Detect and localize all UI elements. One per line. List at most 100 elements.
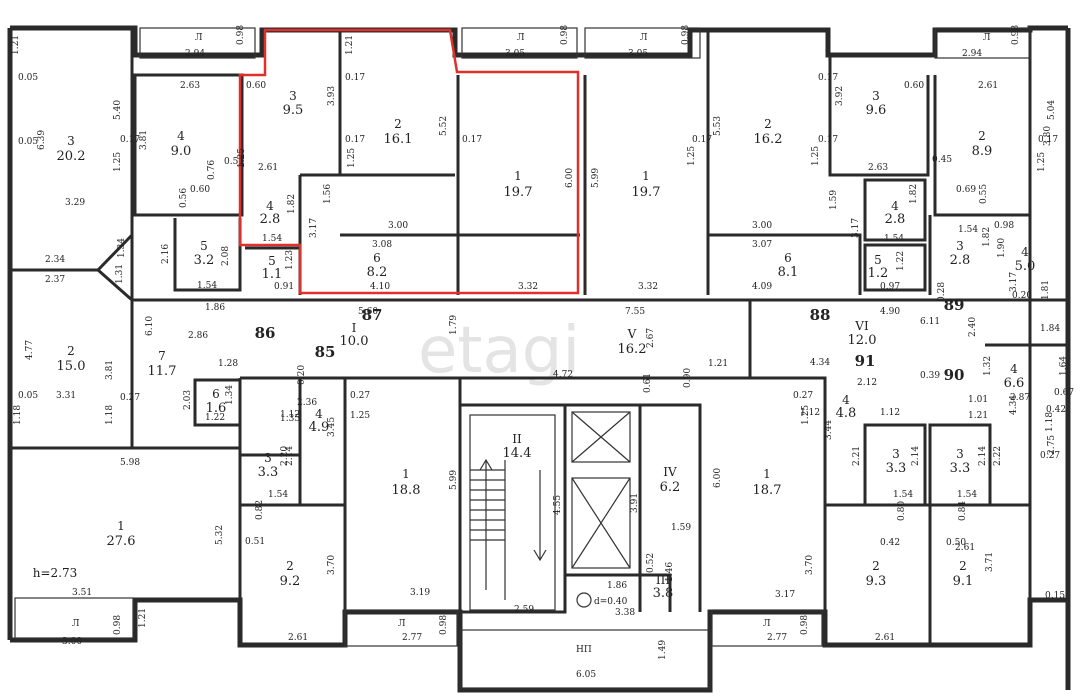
balcony-label: Л xyxy=(72,619,80,629)
dimension-label: 3.32 xyxy=(638,282,658,292)
room-number: 3 xyxy=(289,89,297,103)
room-number: VI xyxy=(854,319,869,333)
ceiling-height: h=2.73 xyxy=(33,566,78,580)
room-number: IV xyxy=(663,465,677,479)
room-number: I xyxy=(352,321,357,335)
apartment-number: 85 xyxy=(315,343,336,361)
dimension-label: 4.72 xyxy=(553,370,573,380)
dimension-label: 4.34 xyxy=(1009,395,1019,415)
dimension-label: 3.07 xyxy=(752,240,772,250)
room-number: 5 xyxy=(268,254,276,268)
room-area: 1.2 xyxy=(868,266,889,281)
balcony-label: Л xyxy=(983,33,991,43)
dimension-label: 6.39 xyxy=(37,130,47,150)
dimension-label: 0.17 xyxy=(345,73,365,83)
room-number: 4 xyxy=(891,199,899,213)
apartment-number: 89 xyxy=(944,296,965,314)
room-area: 14.4 xyxy=(503,446,532,461)
dimension-label: 7.55 xyxy=(625,307,645,317)
room-number: 1 xyxy=(402,467,410,481)
dimension-label: 1.18 xyxy=(105,405,115,425)
dimension-label: 5.98 xyxy=(120,458,140,468)
dimension-label: 3.92 xyxy=(835,86,845,106)
dimension-label: 0.45 xyxy=(932,155,952,165)
dimension-label: 2.14 xyxy=(285,446,295,466)
room-number: 6 xyxy=(784,251,792,265)
room-area: 10.0 xyxy=(340,334,369,349)
dimension-label: 2.22 xyxy=(993,446,1003,466)
dimension-label: 1.54 xyxy=(958,225,978,235)
dimension-label: 6.05 xyxy=(576,670,596,680)
room-area: 5.0 xyxy=(1015,259,1036,274)
apartment-highlight xyxy=(238,28,580,295)
room-area: 8.2 xyxy=(367,265,388,280)
balcony-label: Л xyxy=(517,33,525,43)
dimension-label: 1.54 xyxy=(884,234,904,244)
dimension-label: 2.14 xyxy=(911,446,921,466)
dimension-label: 2.61 xyxy=(955,543,975,553)
dimension-label: 6.00 xyxy=(565,168,575,188)
room-area: 4.9 xyxy=(309,420,330,435)
dimension-label: 0.76 xyxy=(207,160,217,180)
dimension-label: 3.17 xyxy=(851,218,861,238)
dimension-label: 3.93 xyxy=(327,86,337,106)
dimension-label: 2.63 xyxy=(180,81,200,91)
dimension-label: 1.82 xyxy=(982,227,992,247)
dimension-label: 2.40 xyxy=(968,317,978,337)
watermark-text: etagi xyxy=(418,314,580,388)
dimension-label: 1.32 xyxy=(983,356,993,376)
room-area: 2.8 xyxy=(950,253,971,268)
room-area: 9.1 xyxy=(953,574,974,589)
dimension-label: 2.08 xyxy=(221,246,231,266)
dimension-label: 4.34 xyxy=(810,358,830,368)
lift-shafts xyxy=(571,411,631,569)
room-number: 3 xyxy=(264,451,272,465)
entrance-label: НП xyxy=(576,645,592,655)
dimension-label: 1.64 xyxy=(1059,356,1069,376)
dimension-label: 0.80 xyxy=(897,501,907,521)
room-area: 3.3 xyxy=(950,461,971,476)
dimension-label: 3.70 xyxy=(805,555,815,575)
dimension-label: 1.84 xyxy=(1040,324,1060,334)
room-area: 18.7 xyxy=(753,483,782,498)
dimension-label: 3.19 xyxy=(410,588,430,598)
room-area: 16.2 xyxy=(754,132,783,147)
room-area: 19.7 xyxy=(504,185,533,200)
dimension-label: 3.38 xyxy=(615,608,635,618)
room-number: 2 xyxy=(67,344,75,358)
dimension-label: 1.25 xyxy=(1037,152,1047,172)
dimension-label: 0.98 xyxy=(681,25,691,45)
dimension-label: 1.25 xyxy=(687,146,697,166)
dimension-label: 0.98 xyxy=(236,25,246,45)
dimension-label: 0.51 xyxy=(224,157,244,167)
dimension-label: 0.50 xyxy=(946,538,966,548)
dimension-label: 1.18 xyxy=(1045,412,1055,432)
dimension-label: 1.25 xyxy=(113,152,123,172)
room-area: 16.1 xyxy=(384,132,413,147)
dimension-label: 3.05 xyxy=(505,49,525,59)
dimension-label: 1.25 xyxy=(347,148,357,168)
dimension-label: 3.29 xyxy=(65,198,85,208)
dimension-label: 5.52 xyxy=(439,116,449,136)
dimension-label: 0.05 xyxy=(18,137,38,147)
dimension-label: 1.86 xyxy=(205,303,225,313)
room-area: 18.8 xyxy=(392,483,421,498)
dimension-label: 2.61 xyxy=(875,633,895,643)
room-area: 12.0 xyxy=(848,333,877,348)
dimension-label: 1.18 xyxy=(13,405,23,425)
dimension-label: 1.25 xyxy=(811,146,821,166)
dimension-label: 0.55 xyxy=(979,184,989,204)
dimension-label: 2.86 xyxy=(188,331,208,341)
room-area: 2.8 xyxy=(885,212,906,227)
dimension-label: 1.49 xyxy=(658,640,668,660)
dimension-label: 3.00 xyxy=(752,221,772,231)
dimension-label: 3.17 xyxy=(1009,272,1019,292)
dimension-label: 4.10 xyxy=(370,282,390,292)
dimension-label: 2.94 xyxy=(962,49,982,59)
dimension-label: 3.00 xyxy=(62,637,82,647)
dimension-label: 1.21 xyxy=(345,35,355,55)
dimension-label: 1.22 xyxy=(205,413,225,423)
room-area: 1.6 xyxy=(206,401,227,416)
